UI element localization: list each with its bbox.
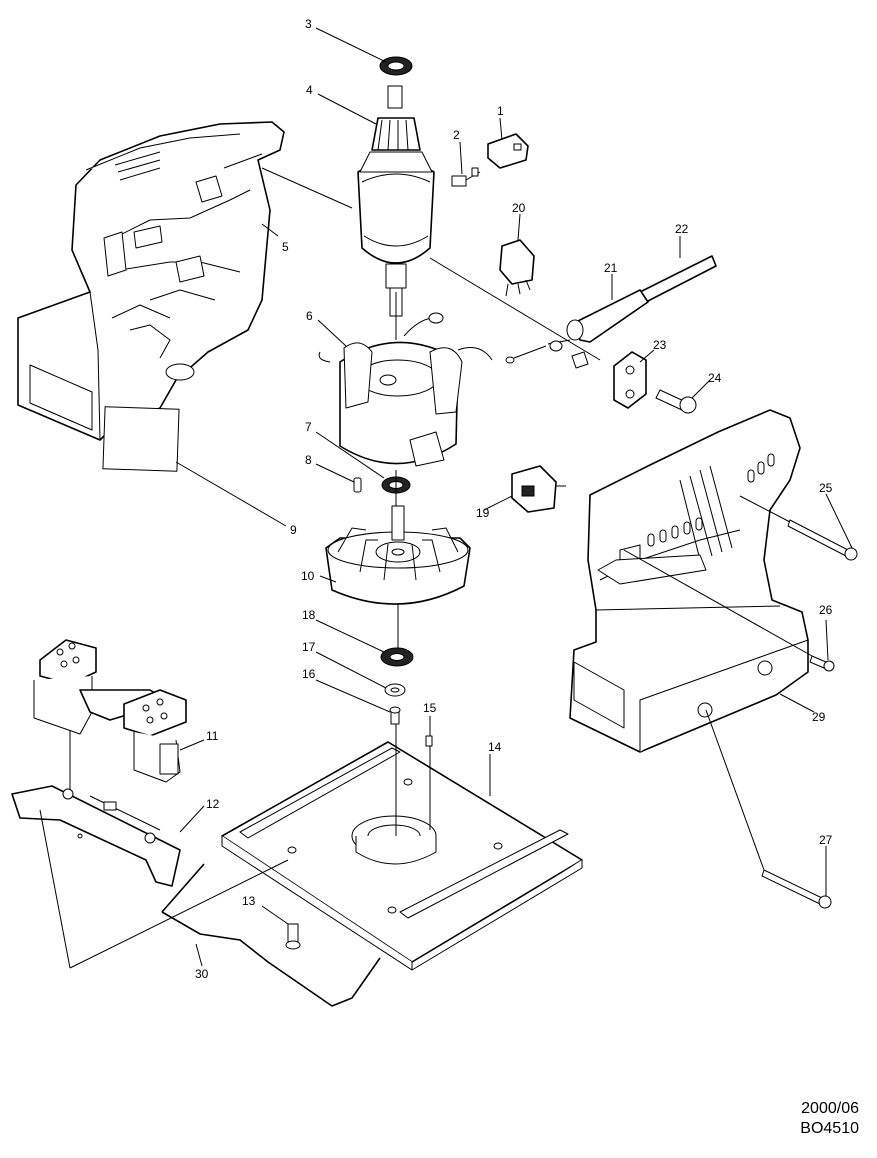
- name-plate-part: [102, 406, 180, 472]
- part-number-22: 22: [675, 222, 689, 236]
- part-number-19: 19: [476, 506, 490, 520]
- part-number-30: 30: [195, 967, 209, 981]
- part-number-21: 21: [604, 261, 618, 275]
- part-numbers: 1 2 3 4 5 6 7 8 9 10 11 12 13 14 15 16 1…: [195, 17, 833, 981]
- part-number-6: 6: [306, 309, 313, 323]
- part-number-29: 29: [812, 710, 826, 724]
- screw-25-part: [787, 519, 858, 561]
- armature-part: [357, 85, 435, 317]
- switch-part: [511, 465, 566, 513]
- part-number-27: 27: [819, 833, 833, 847]
- part-number-23: 23: [653, 338, 667, 352]
- part-number-15: 15: [423, 701, 437, 715]
- fan-part: [325, 505, 471, 605]
- part-number-4: 4: [306, 83, 313, 97]
- washer-17-part: [384, 683, 406, 697]
- part-number-1: 1: [497, 104, 504, 118]
- screw-16-part: [389, 706, 401, 725]
- part-number-7: 7: [305, 420, 312, 434]
- part-number-20: 20: [512, 201, 526, 215]
- part-number-9: 9: [290, 523, 297, 537]
- part-number-2: 2: [453, 128, 460, 142]
- screw-27-part: [761, 869, 832, 909]
- part-number-14: 14: [488, 740, 502, 754]
- part-number-17: 17: [302, 640, 316, 654]
- part-number-8: 8: [305, 453, 312, 467]
- bearing-top-part: [379, 56, 413, 76]
- balancer-assembly-part: [33, 639, 187, 783]
- strain-relief-part: [505, 289, 649, 369]
- part-number-5: 5: [282, 240, 289, 254]
- part-number-26: 26: [819, 603, 833, 617]
- drawing-date: 2000/06: [801, 1100, 859, 1117]
- model-number: BO4510: [800, 1120, 859, 1137]
- screw-13-part: [285, 923, 301, 950]
- part-number-11: 11: [206, 729, 219, 743]
- part-number-13: 13: [242, 894, 256, 908]
- pad-wire-part: [161, 863, 381, 1007]
- part-number-10: 10: [301, 569, 315, 583]
- part-number-18: 18: [302, 608, 316, 622]
- part-number-25: 25: [819, 481, 833, 495]
- power-cord-part: [639, 255, 717, 303]
- part-number-16: 16: [302, 667, 316, 681]
- bracket-plate-part: [11, 785, 181, 887]
- leader-lines: [39, 27, 853, 969]
- pin-8-part: [353, 477, 362, 493]
- carbon-brush-part: [451, 167, 481, 187]
- housing-right-part: [569, 409, 809, 753]
- cord-clamp-part: [613, 351, 647, 409]
- brush-holder-part: [487, 133, 529, 169]
- part-number-12: 12: [206, 797, 220, 811]
- field-coil-part: [318, 312, 493, 467]
- noise-suppressor-part: [499, 239, 535, 297]
- screw-26-part: [809, 655, 835, 672]
- part-number-24: 24: [708, 371, 722, 385]
- housing-left-part: [17, 121, 285, 441]
- base-plate-part: [221, 741, 583, 971]
- tapping-screw-24-part: [655, 389, 697, 414]
- pin-15-part: [425, 735, 433, 747]
- bearing-18-part: [380, 647, 414, 667]
- part-number-3: 3: [305, 17, 312, 31]
